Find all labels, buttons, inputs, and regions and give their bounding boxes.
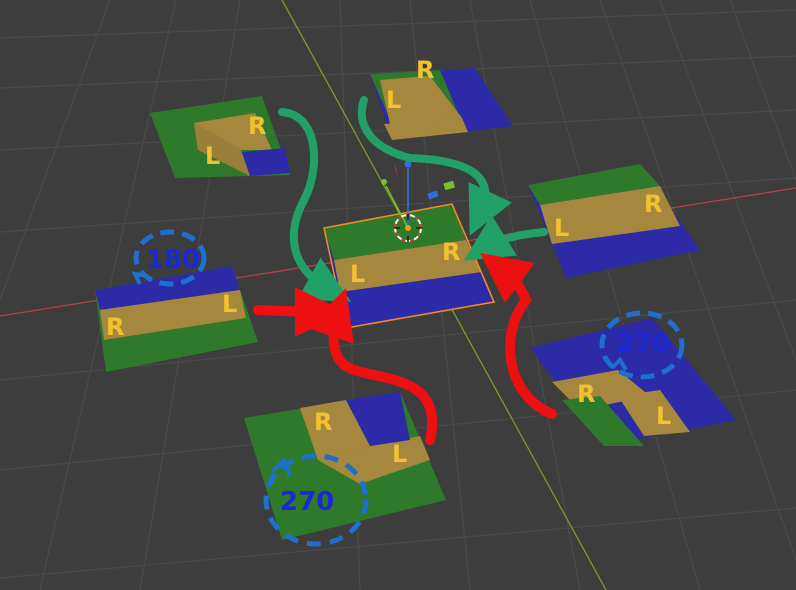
rotation-marker-180: 180: [131, 229, 207, 287]
tile-center-label-right: R: [442, 238, 460, 266]
rotation-label-180: 180: [146, 245, 200, 275]
tile-left-label-left: L: [222, 290, 237, 318]
tile-top[interactable]: L R: [370, 56, 513, 140]
tile-right-label-right: R: [644, 190, 662, 218]
tile-bottom-right-label-left: L: [656, 402, 671, 430]
tile-left-label-right: R: [106, 313, 124, 341]
green-arrow-from-top: [357, 96, 512, 236]
tile-left[interactable]: R L: [95, 266, 258, 372]
tile-top-left-label-right: R: [248, 112, 266, 140]
transform-gizmo-icon[interactable]: [381, 160, 455, 229]
rotation-marker-270-bottom: 270: [263, 453, 369, 547]
tile-top-label-right: R: [416, 56, 434, 84]
tile-top-label-left: L: [386, 86, 401, 114]
red-arrow-from-bottom: [306, 288, 438, 445]
tile-right-label-left: L: [554, 214, 569, 242]
green-arrow-from-right: [463, 214, 548, 261]
red-arrow-from-bottom-right: [480, 252, 557, 419]
rotation-label-270-bottom: 270: [280, 487, 334, 517]
tile-center-label-left: L: [350, 260, 365, 288]
rotation-label-270-right: 270: [616, 329, 670, 359]
tile-right[interactable]: L R: [528, 164, 700, 278]
red-arrows: [253, 252, 557, 445]
rotation-marker-270-right: 270: [599, 310, 685, 380]
3d-cursor-icon[interactable]: [394, 214, 422, 242]
green-arrow-from-top-left: [278, 108, 352, 302]
tile-bottom-label-right: R: [314, 408, 332, 436]
tile-bottom-right[interactable]: R L: [530, 318, 736, 446]
green-arrows: [278, 96, 548, 302]
tile-top-left-label-left: L: [205, 142, 220, 170]
red-arrow-from-left: [253, 286, 345, 337]
tile-bottom-right-label-right: R: [577, 380, 595, 408]
tile-top-left[interactable]: L R: [150, 96, 290, 178]
tile-center[interactable]: L R: [323, 203, 496, 329]
tile-bottom-label-left: L: [392, 440, 407, 468]
tile-bottom[interactable]: R L: [244, 392, 446, 540]
